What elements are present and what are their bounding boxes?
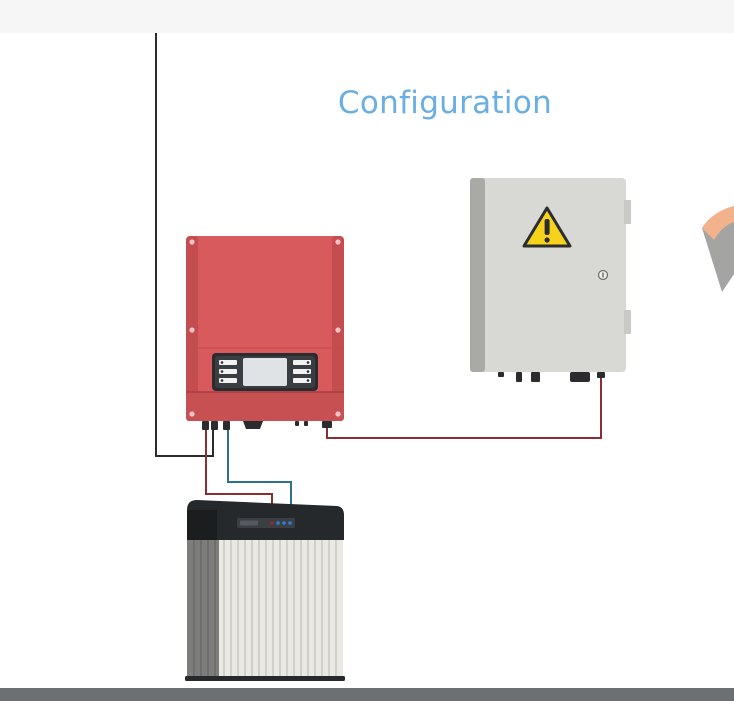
- bottom-bar: [0, 688, 734, 701]
- keyhole-icon: [597, 269, 609, 281]
- disconnect-box: [470, 178, 631, 382]
- battery-wire-blue: [227, 424, 292, 506]
- battery-wire-red: [205, 424, 273, 506]
- grid-wire: [155, 33, 214, 457]
- warning-icon: [522, 206, 572, 248]
- disconnect-wire: [326, 378, 602, 439]
- battery: [185, 500, 345, 681]
- diagram-title: Configuration: [337, 85, 553, 121]
- inverter: [186, 236, 344, 430]
- top-strip: [0, 0, 734, 33]
- partial-device-right: [702, 206, 734, 292]
